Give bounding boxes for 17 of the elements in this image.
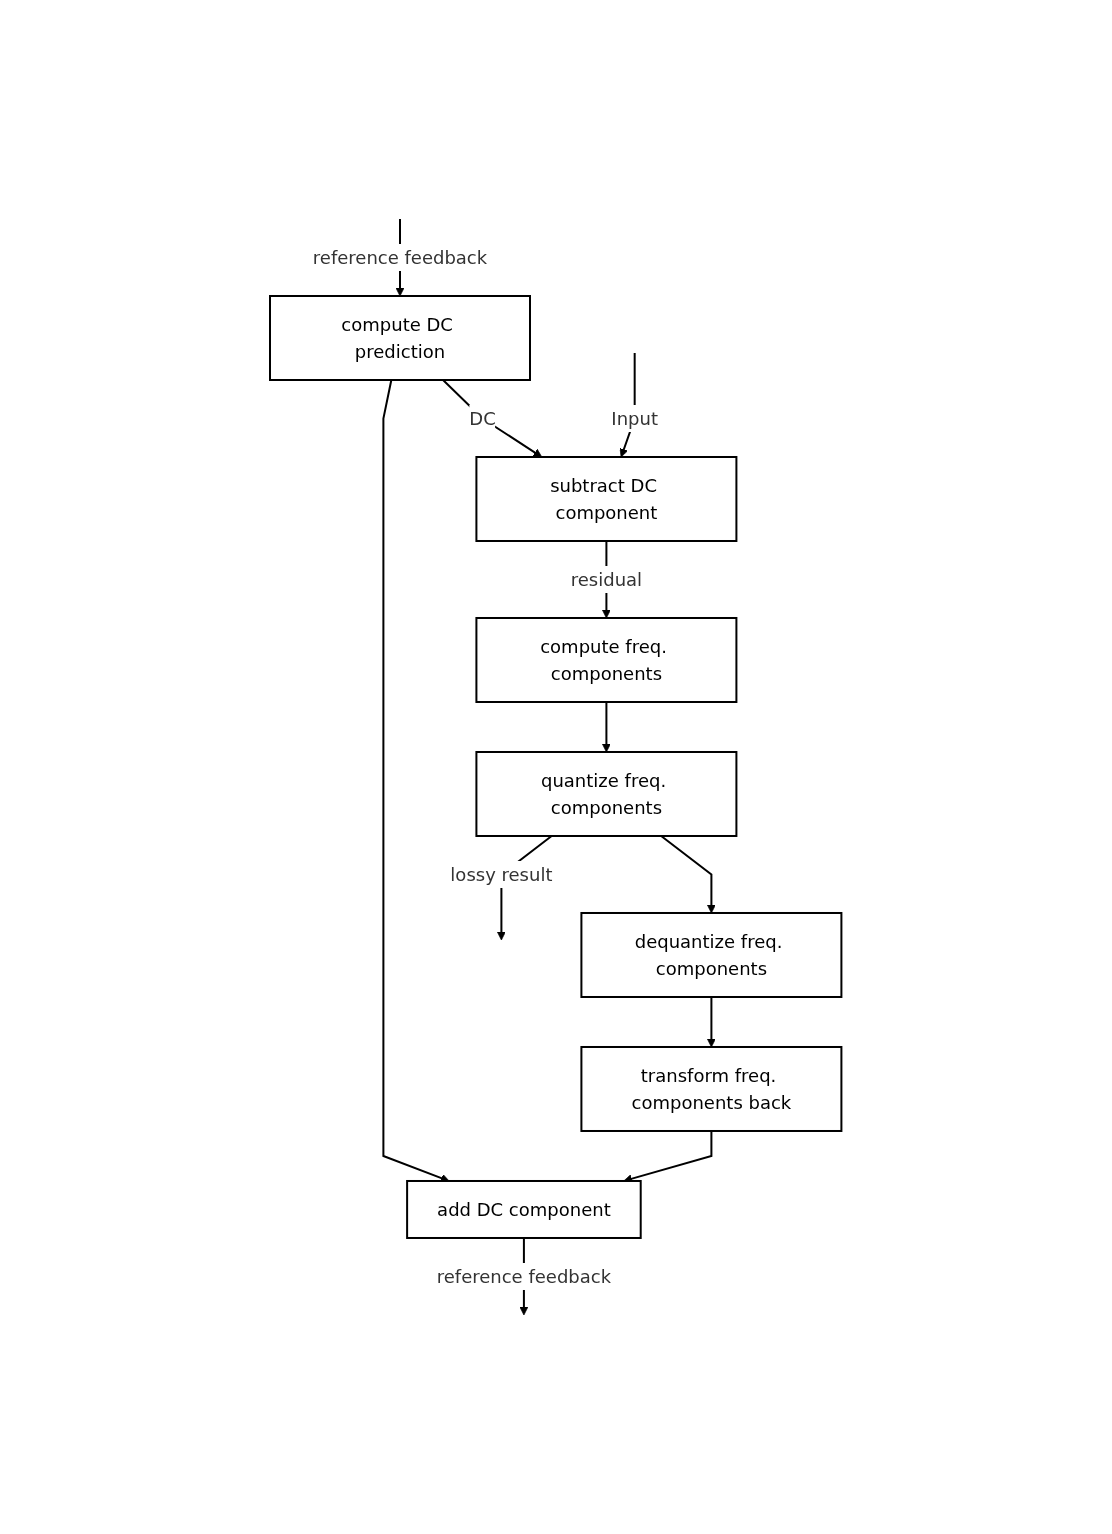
node-box: compute freq. components — [475, 617, 738, 703]
arrow — [602, 701, 612, 753]
node-box: transform freq. components back — [580, 1046, 843, 1132]
edge-label: Input — [611, 408, 659, 429]
edge-label: DC — [469, 408, 497, 429]
edge-label: residual — [571, 568, 643, 590]
edge-label: reference feedback — [437, 1265, 612, 1287]
arrow — [660, 835, 717, 914]
node-box: quantize freq. components — [475, 751, 738, 837]
node-box: compute DC prediction — [269, 295, 532, 381]
node-box: subtract DC component — [475, 456, 738, 542]
edge-label: lossy result — [450, 863, 553, 885]
arrow — [442, 379, 543, 458]
node-box: dequantize freq. components — [580, 912, 843, 998]
edge-label: reference feedback — [313, 247, 488, 268]
node-box: add DC component — [406, 1180, 642, 1239]
arrow — [707, 996, 717, 1048]
